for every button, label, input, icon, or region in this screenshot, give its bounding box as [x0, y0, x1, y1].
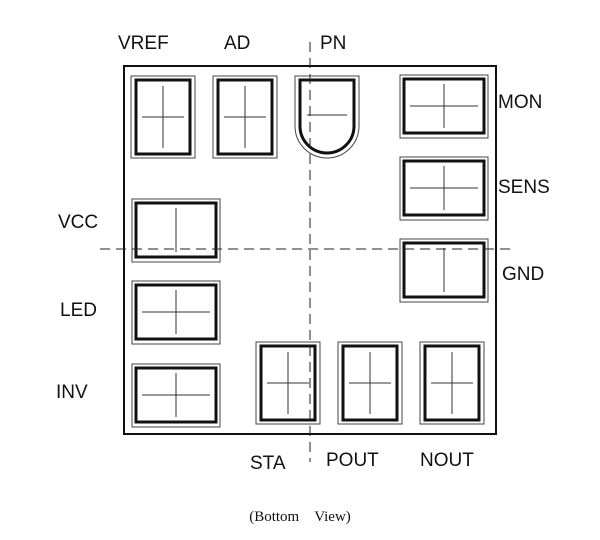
pin-label-pn: PN [320, 33, 346, 54]
pin-label-ad: AD [224, 33, 250, 54]
pin-label-inv: INV [56, 382, 88, 403]
pin-label-led: LED [60, 300, 97, 321]
pin-label-gnd: GND [502, 264, 544, 285]
view-caption: (Bottom View) [249, 509, 351, 525]
pin-label-pout: POUT [326, 450, 379, 471]
pin-label-mon: MON [498, 92, 542, 113]
pin-label-sens: SENS [498, 177, 550, 198]
pin-label-nout: NOUT [420, 450, 474, 471]
pin-label-sta: STA [250, 453, 286, 474]
pad-center-marks [142, 84, 478, 417]
pin-label-vref: VREF [118, 33, 169, 54]
pin-label-vcc: VCC [58, 212, 98, 233]
pad-pn [294, 75, 360, 159]
